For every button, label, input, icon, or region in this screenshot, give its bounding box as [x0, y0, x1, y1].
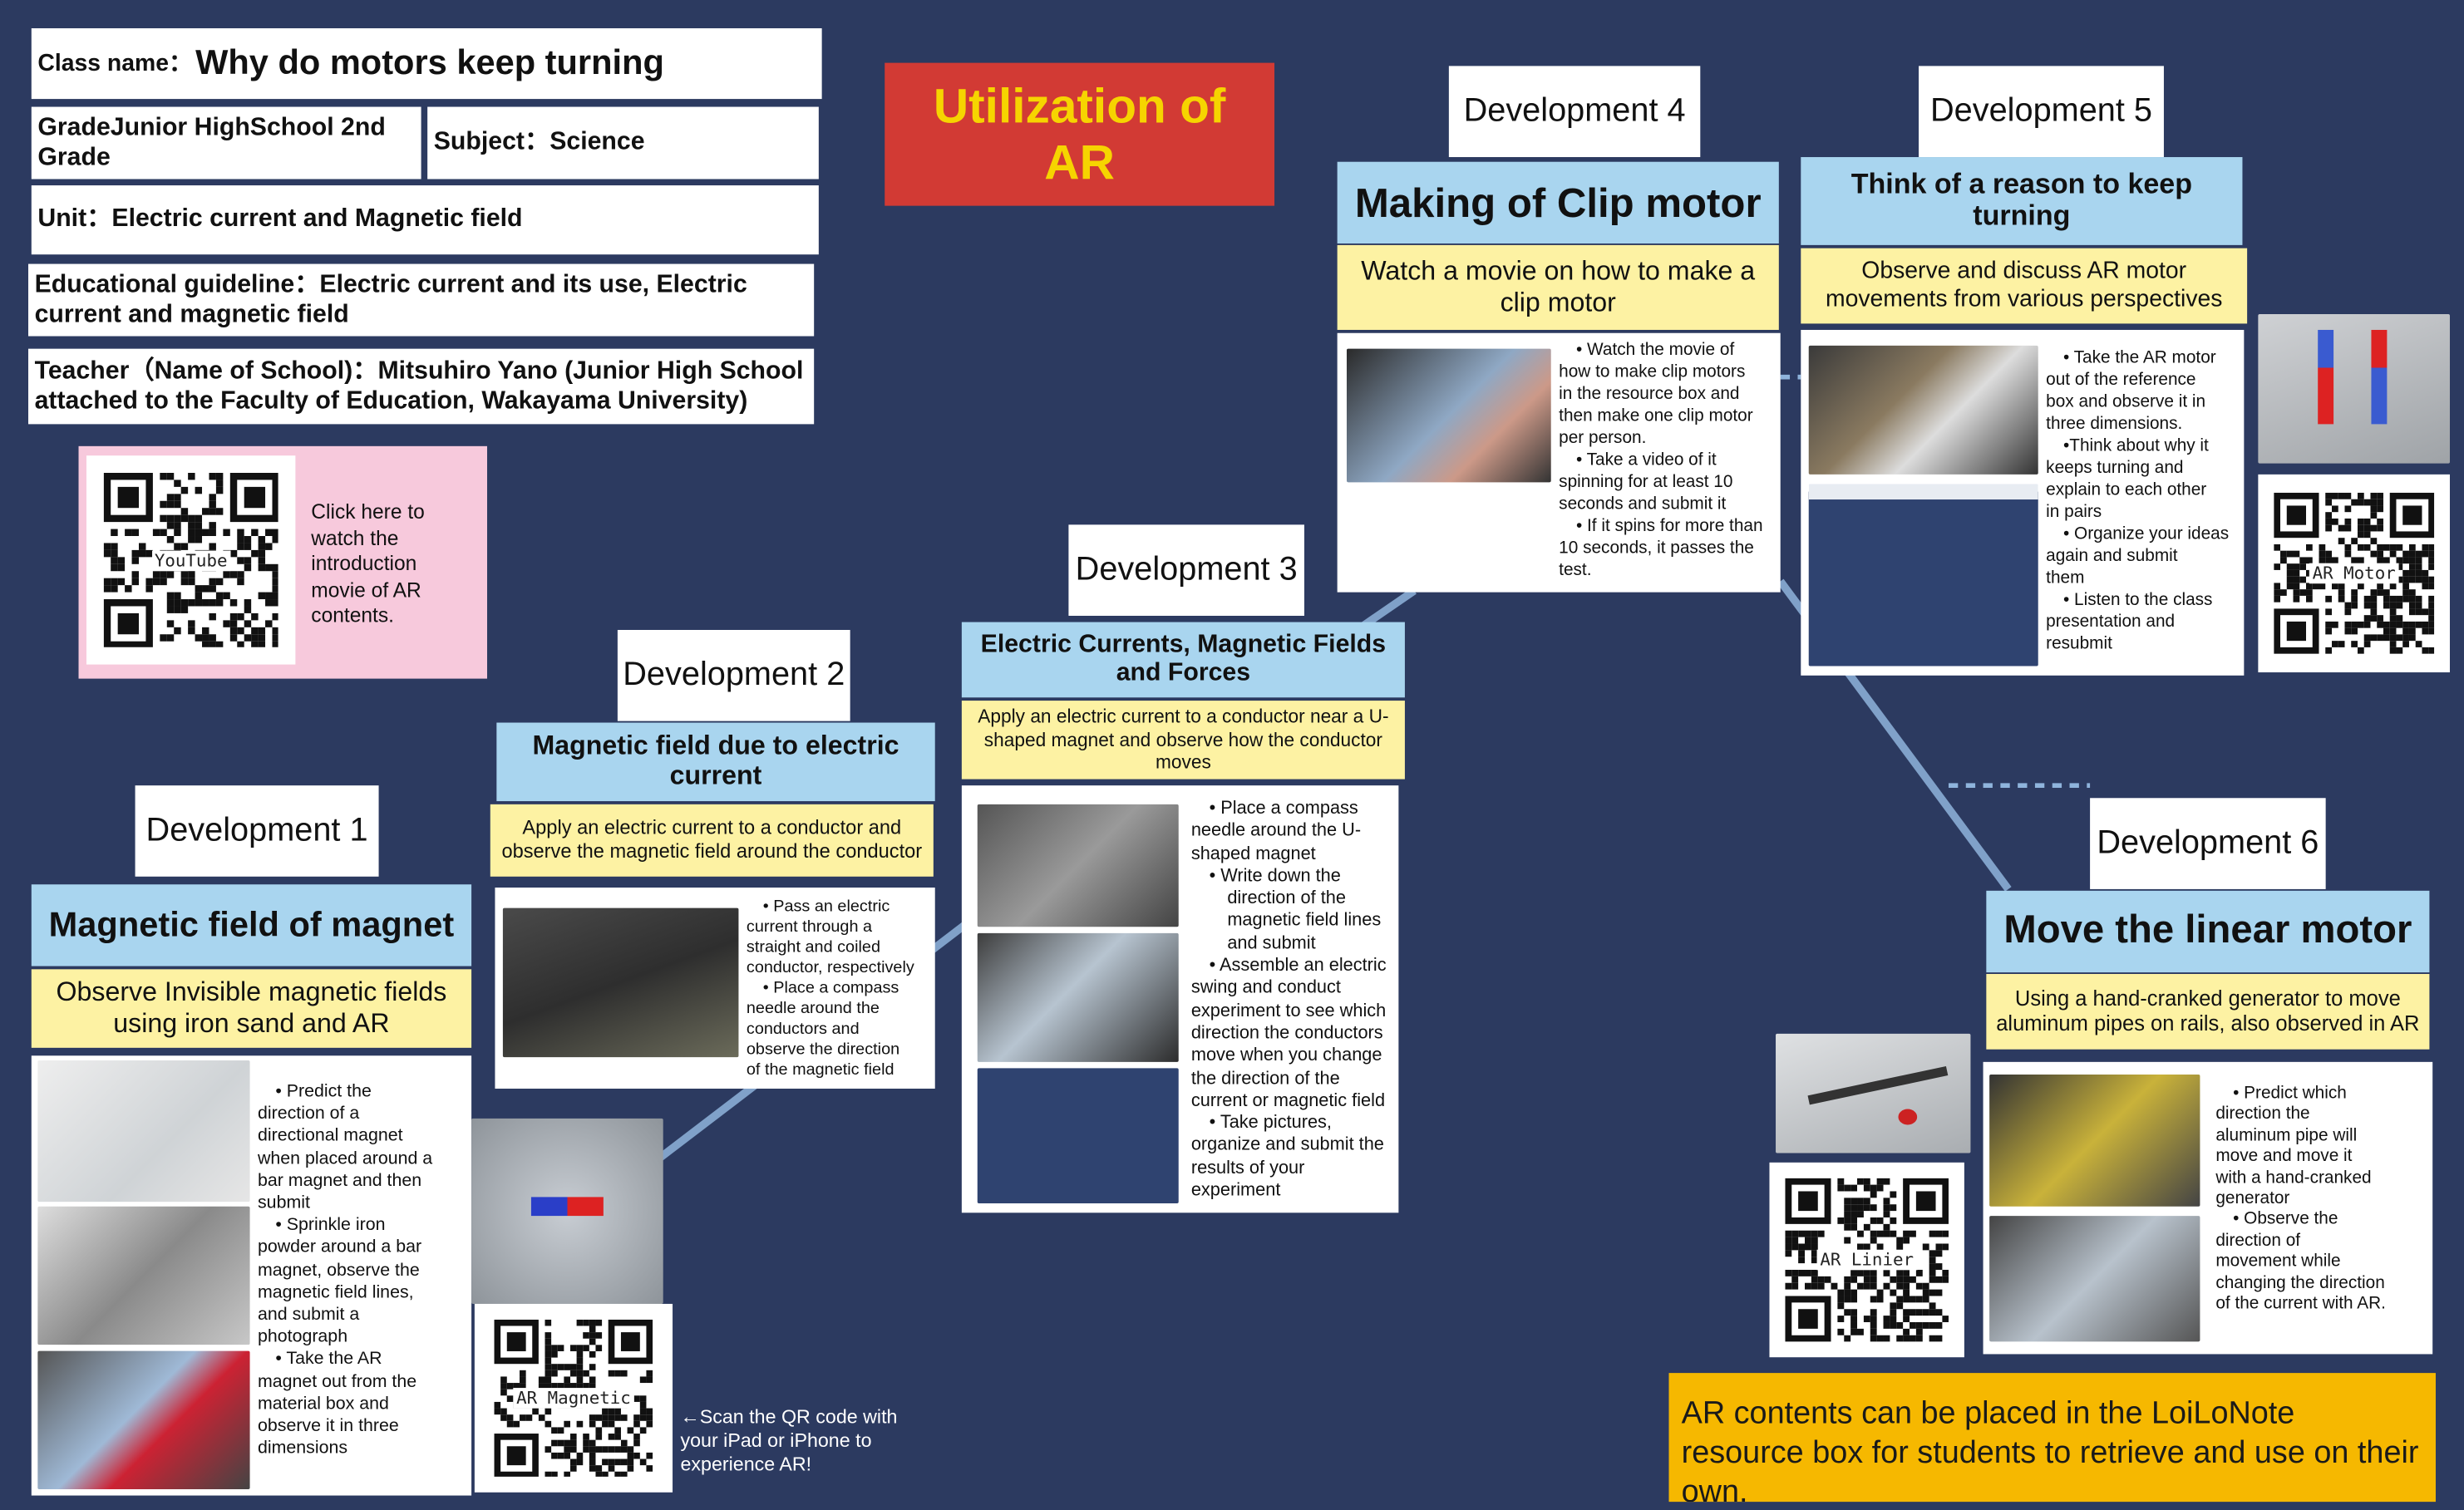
loilonote-board-screenshot — [1808, 484, 2038, 666]
clip-motor-video-photo — [1346, 348, 1551, 483]
dev5-subtitle: Observe and discuss AR motor movements f… — [1801, 248, 2248, 324]
ar-linear-qr-code[interactable]: AR Linier — [1769, 1162, 1964, 1358]
dev2-label: Development 2 — [617, 630, 850, 721]
iron-sand-photo — [37, 1206, 250, 1345]
rail-icon — [1807, 1065, 1949, 1105]
guideline-text: Educational guideline：Electric current a… — [34, 271, 747, 329]
loilonote-screenshot — [977, 1068, 1179, 1203]
unit-box: Unit：Electric current and Magnetic field — [31, 185, 819, 255]
dev1-text: • Predict the direction of a directional… — [258, 1082, 433, 1458]
dev2-text: • Pass an electric current through a str… — [746, 897, 914, 1080]
ipad-ar-photo — [977, 932, 1179, 1062]
dev3-label: Development 3 — [1068, 524, 1304, 616]
subject-box: Subject：Science — [427, 106, 819, 180]
dev1-label: Development 1 — [135, 785, 379, 877]
qr-pattern-icon — [2273, 493, 2435, 654]
scan-note: ←Scan the QR code with your iPad or iPho… — [680, 1405, 898, 1475]
class-name-box: Class name： Why do motors keep turning — [31, 28, 822, 100]
dev6-text: • Predict which direction the aluminum p… — [2215, 1084, 2386, 1314]
ar-magnet-photo — [37, 1350, 250, 1490]
dev6-subtitle: Using a hand-cranked generator to move a… — [1986, 973, 2430, 1050]
dev2-title: Magnetic field due to electric current — [496, 722, 935, 802]
teacher-text: Teacher（Name of School)：Mitsuhiro Yano (… — [34, 357, 804, 416]
dev4-label: Development 4 — [1448, 66, 1701, 158]
loilonote-note: AR contents can be placed in the LoiLoNo… — [1668, 1373, 2436, 1503]
dev1-content: • Predict the direction of a directional… — [31, 1055, 472, 1496]
ar-motor-qr-code[interactable]: AR Motor — [2258, 474, 2450, 673]
dev1-subtitle: Observe Invisible magnetic fields using … — [31, 969, 472, 1048]
ar-magnetic-qr-code[interactable]: AR Magnetic — [474, 1303, 673, 1493]
dev4-content: • Watch the movie of how to make clip mo… — [1337, 332, 1781, 593]
dev1-title: Magnetic field of magnet — [31, 884, 472, 966]
class-name-label: Class name： — [37, 49, 193, 76]
guideline-box: Educational guideline：Electric current a… — [28, 263, 815, 337]
grade-box: GradeJunior HighSchool 2nd Grade — [31, 106, 421, 180]
bar-magnet-icon — [530, 1197, 604, 1217]
ar-magnetic-field-render — [471, 1118, 663, 1304]
poster-title: Utilization of AR — [885, 62, 1275, 206]
dev5-text: • Take the AR motor out of the reference… — [2046, 348, 2230, 654]
grade-text: GradeJunior HighSchool 2nd Grade — [37, 114, 386, 172]
intro-box: YouTube Click here to watch the introduc… — [78, 445, 487, 679]
dev3-content: • Place a compass needle around the U- s… — [961, 785, 1399, 1213]
dev5-title: Think of a reason to keep turning — [1801, 157, 2243, 245]
ipad-linear-motor-photo — [1989, 1216, 2200, 1342]
dev3-title: Electric Currents, Magnetic Fields and F… — [961, 622, 1405, 698]
dev5-content: • Take the AR motor out of the reference… — [1801, 329, 2245, 676]
poster-title-text: Utilization of AR — [933, 78, 1226, 189]
worksheet-photo — [37, 1060, 250, 1203]
dev5-label: Development 5 — [1919, 66, 2164, 158]
magnet-pole-icon — [2318, 329, 2334, 425]
qr-label: AR Motor — [2309, 563, 2399, 584]
teacher-box: Teacher（Name of School)：Mitsuhiro Yano (… — [28, 348, 815, 425]
generator-icon — [1898, 1109, 1918, 1125]
qr-pattern-icon — [103, 472, 279, 648]
dev3-text: • Place a compass needle around the U- s… — [1190, 799, 1387, 1201]
class-name: Why do motors keep turning — [195, 42, 664, 82]
hand-cranked-generator-photo — [1989, 1074, 2200, 1207]
dev6-content: • Predict which direction the aluminum p… — [1983, 1061, 2433, 1355]
dev3-subtitle: Apply an electric current to a conductor… — [961, 701, 1405, 780]
subject-text: Subject：Science — [433, 129, 645, 156]
youtube-qr-code[interactable]: YouTube — [86, 455, 296, 665]
u-magnet-screenshot — [977, 804, 1179, 927]
dev6-label: Development 6 — [2090, 798, 2326, 889]
dev2-content: • Pass an electric current through a str… — [495, 888, 935, 1089]
qr-label: AR Magnetic — [513, 1388, 634, 1409]
dev4-title: Making of Clip motor — [1337, 161, 1779, 243]
dev4-text: • Watch the movie of how to make clip mo… — [1559, 341, 1763, 580]
dev2-subtitle: Apply an electric current to a conductor… — [490, 804, 934, 877]
intro-text[interactable]: Click here to watch the introduction mov… — [311, 499, 425, 627]
ar-motor-render — [2258, 314, 2450, 464]
magnet-pole-icon — [2371, 329, 2388, 425]
ar-linear-motor-render — [1776, 1033, 1971, 1153]
qr-label: YouTube — [151, 549, 231, 571]
students-ar-photo — [1808, 345, 2038, 475]
dev4-subtitle: Watch a movie on how to make a clip moto… — [1337, 244, 1779, 330]
qr-label: AR Linier — [1816, 1249, 1917, 1271]
dev6-title: Move the linear motor — [1986, 890, 2430, 973]
unit-text: Unit：Electric current and Magnetic field — [37, 206, 523, 234]
conductor-experiment-photo — [502, 907, 739, 1058]
